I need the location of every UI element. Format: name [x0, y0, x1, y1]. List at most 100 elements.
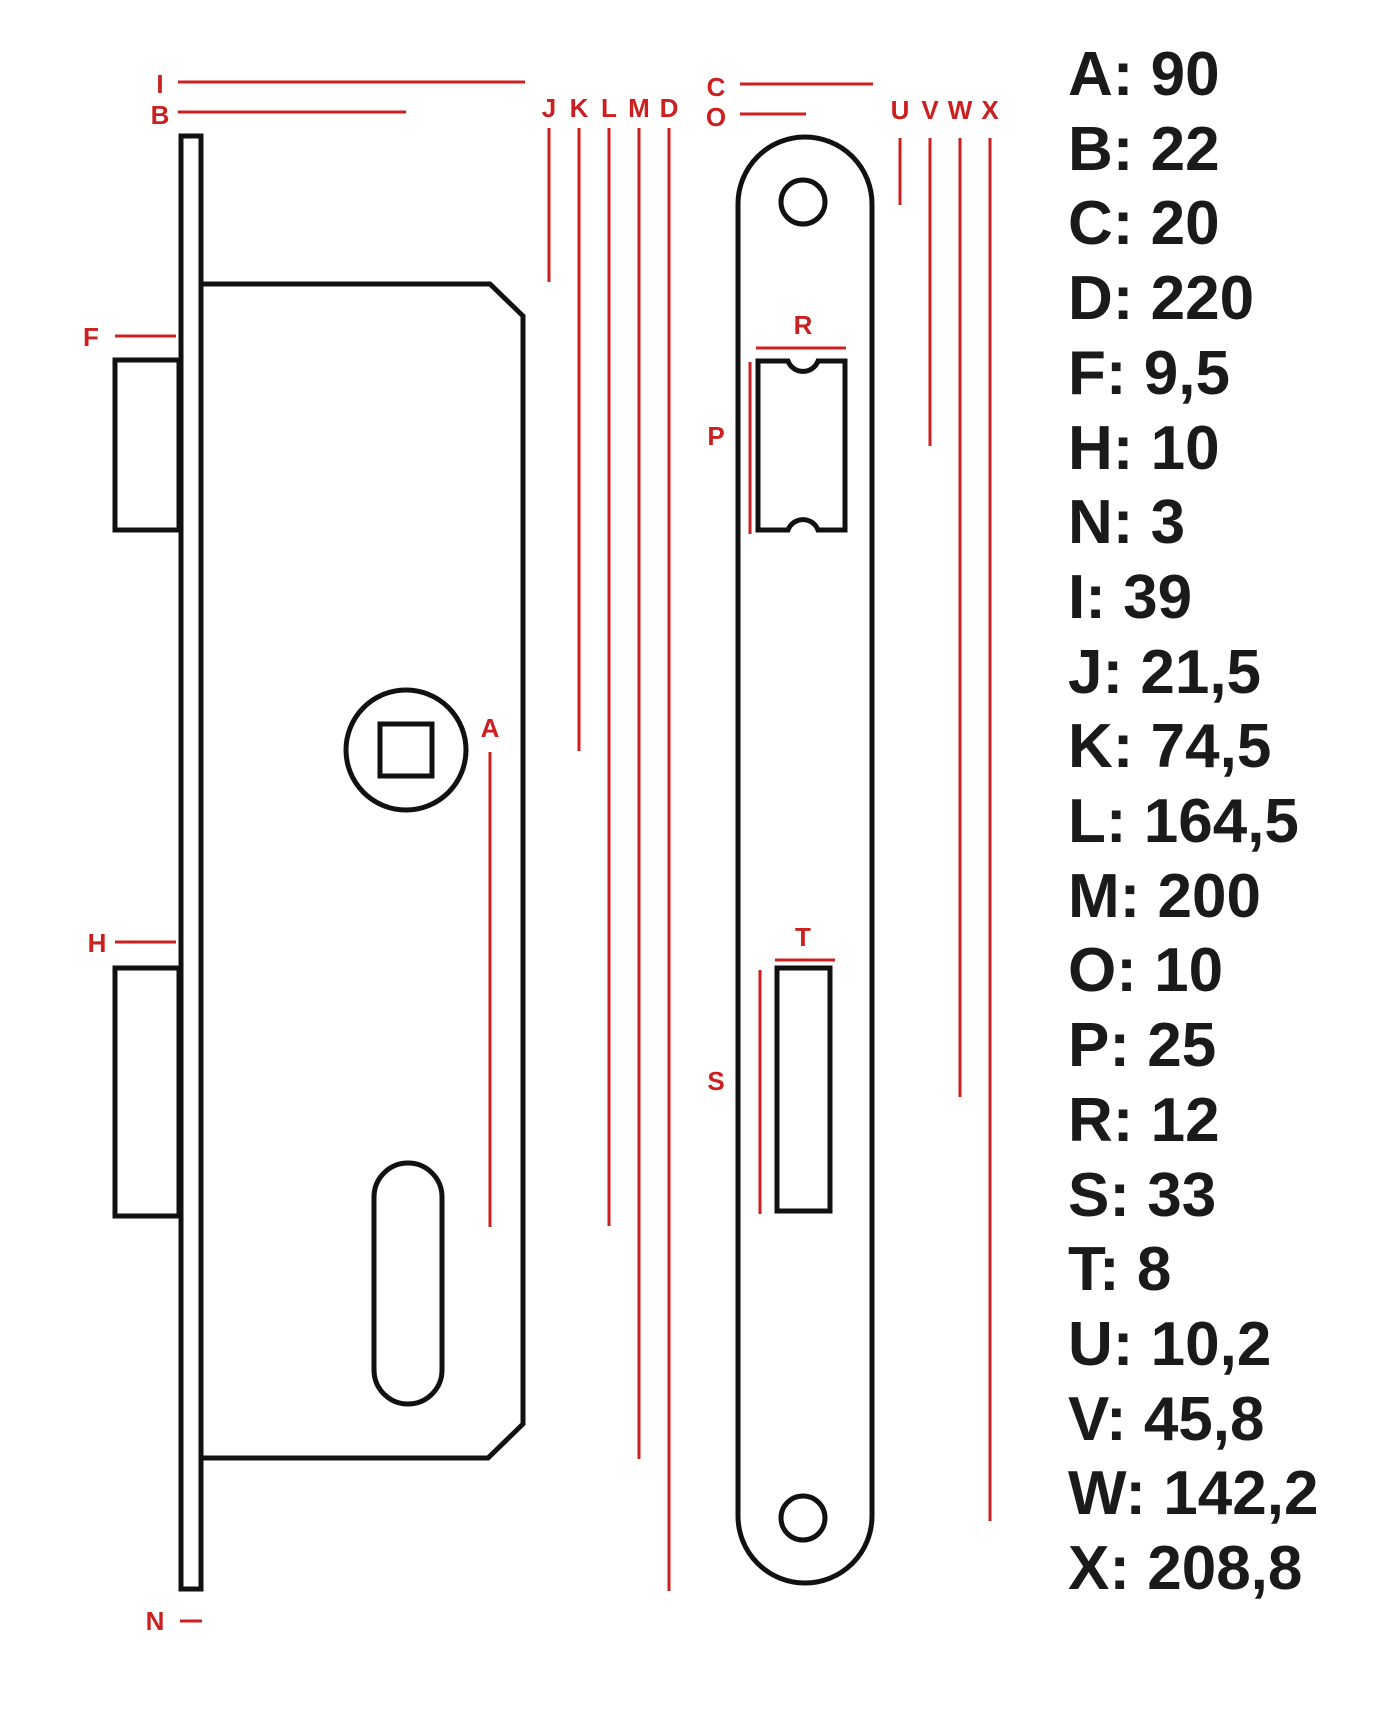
spec-value: 39 [1123, 562, 1193, 632]
bottom-screw-hole [778, 1493, 828, 1543]
spec-item-U: U: 10,2 [1068, 1309, 1272, 1379]
spec-key: B [1068, 114, 1113, 184]
spec-key: K [1068, 712, 1113, 782]
dim-label-L: L [601, 93, 617, 123]
dim-label-V: V [921, 95, 939, 125]
spec-key: S [1068, 1160, 1110, 1230]
spec-value: 12 [1150, 1085, 1220, 1155]
spec-item-H: H: 10 [1068, 413, 1220, 483]
spec-key: T [1068, 1235, 1099, 1305]
spec-value: 220 [1150, 264, 1255, 334]
dim-label-R: R [794, 310, 813, 340]
spec-item-J: J: 21,5 [1068, 637, 1262, 707]
spec-value: 45,8 [1143, 1384, 1265, 1454]
spec-value: 8 [1136, 1235, 1172, 1305]
lock-case [197, 281, 526, 1461]
spec-item-V: V: 45,8 [1068, 1384, 1265, 1454]
spec-item-X: X: 208,8 [1068, 1534, 1303, 1604]
spindle-square [377, 721, 435, 779]
lower-dead-bolt [112, 965, 182, 1219]
spec-key: U [1068, 1309, 1113, 1379]
spec-key: P [1068, 1011, 1110, 1081]
dim-label-T: T [795, 922, 811, 952]
dim-label-M: M [628, 93, 650, 123]
spec-item-M: M: 200 [1068, 861, 1261, 931]
spec-key: R [1068, 1085, 1113, 1155]
faceplate-front-drawing [735, 134, 875, 1586]
dim-label-N: N [146, 1606, 165, 1636]
spec-key: J [1068, 637, 1103, 707]
spec-key: M [1068, 861, 1120, 931]
spec-value: 208,8 [1147, 1534, 1303, 1604]
dim-label-I: I [156, 69, 163, 99]
dim-label-W: W [948, 95, 973, 125]
lock-body-drawing [112, 133, 526, 1592]
top-screw-hole [778, 177, 828, 227]
dim-label-U: U [891, 95, 910, 125]
spec-item-N: N: 3 [1068, 488, 1186, 558]
spec-value: 21,5 [1140, 637, 1262, 707]
dim-label-H: H [88, 928, 107, 958]
dim-label-X: X [981, 95, 999, 125]
dimension-lines [115, 80, 992, 1623]
spec-item-W: W: 142,2 [1068, 1459, 1319, 1529]
dim-label-O: O [706, 102, 726, 132]
spec-item-O: O: 10 [1068, 936, 1224, 1006]
spec-item-A: A: 90 [1068, 40, 1220, 109]
dim-label-D: D [660, 93, 679, 123]
spec-key: I [1068, 562, 1086, 632]
bolt-opening [774, 965, 833, 1214]
spec-item-T: T: 8 [1068, 1235, 1172, 1305]
upper-latch-bolt [112, 357, 182, 533]
spec-value: 20 [1150, 189, 1220, 259]
spec-value: 33 [1147, 1160, 1217, 1230]
spec-key: V [1068, 1384, 1106, 1454]
spec-value: 9,5 [1143, 338, 1230, 408]
dimension-letters: I B J K L M D C O U V W X F H N A R P T … [83, 69, 999, 1636]
latch-opening [755, 358, 848, 533]
spec-key: F [1068, 338, 1106, 408]
keyhole-slot [371, 1160, 445, 1407]
dim-label-J: J [542, 93, 556, 123]
spec-key: O [1068, 936, 1117, 1006]
dim-label-A: A [481, 713, 500, 743]
dim-label-P: P [707, 421, 724, 451]
spec-value: 90 [1150, 40, 1220, 109]
spec-key: X [1068, 1534, 1110, 1604]
faceplate-side [178, 133, 204, 1592]
dim-label-B: B [151, 100, 170, 130]
spec-item-R: R: 12 [1068, 1085, 1220, 1155]
spec-key: N [1068, 488, 1113, 558]
spec-item-B: B: 22 [1068, 114, 1220, 184]
dim-label-S: S [707, 1066, 724, 1096]
spec-value: 3 [1150, 488, 1186, 558]
spec-value: 200 [1157, 861, 1261, 931]
spec-item-C: C: 20 [1068, 189, 1220, 259]
spec-value: 142,2 [1163, 1459, 1319, 1529]
spec-value: 10,2 [1150, 1309, 1272, 1379]
spec-item-D: D: 220 [1068, 264, 1255, 334]
dim-label-C: C [707, 72, 726, 102]
spec-value: 22 [1150, 114, 1220, 184]
spec-key: W [1068, 1459, 1126, 1529]
spec-item-S: S: 33 [1068, 1160, 1217, 1230]
spec-value: 164,5 [1143, 787, 1299, 857]
faceplate-front [735, 134, 875, 1586]
spec-item-K: K: 74,5 [1068, 712, 1272, 782]
dim-label-F: F [83, 322, 99, 352]
spec-item-F: F: 9,5 [1068, 338, 1230, 408]
spec-key: A [1068, 40, 1113, 109]
dim-label-K: K [570, 93, 589, 123]
spec-item-L: L: 164,5 [1068, 787, 1299, 857]
spec-value: 25 [1147, 1011, 1217, 1081]
spec-value: 74,5 [1150, 712, 1272, 782]
spec-key: L [1068, 787, 1106, 857]
spec-key: C [1068, 189, 1113, 259]
spec-item-I: I: 39 [1068, 562, 1193, 632]
spec-key: D [1068, 264, 1113, 334]
spec-value: 10 [1154, 936, 1224, 1006]
spec-key: H [1068, 413, 1113, 483]
spec-value: 10 [1150, 413, 1220, 483]
